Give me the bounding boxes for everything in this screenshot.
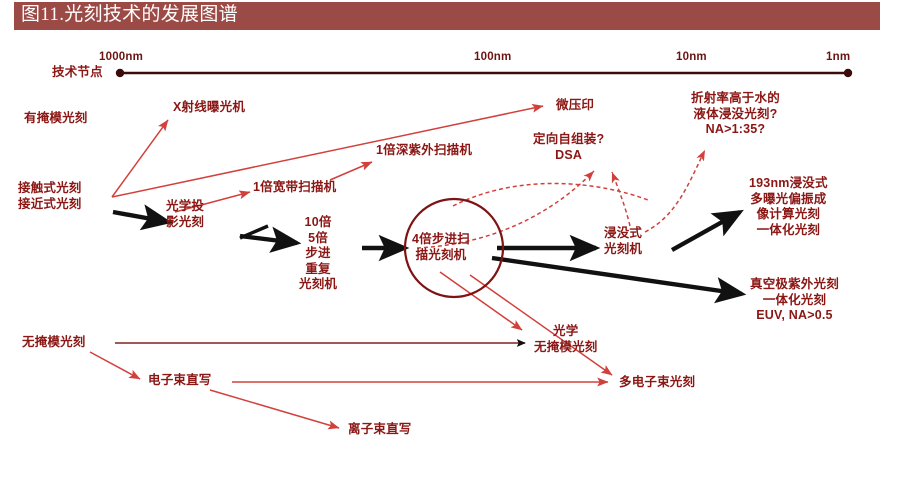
axis-tick-10nm: 10nm xyxy=(676,51,707,63)
node-multi-ebeam-litho: 多电子束光刻 xyxy=(619,375,696,389)
node-immersion-tool: 浸没式 光刻机 xyxy=(604,226,643,256)
node-high-index-immersion: 折射率高于水的 液体浸没光刻? NA>1:35? xyxy=(691,91,780,136)
axis-tick-1000nm: 1000nm xyxy=(99,51,144,63)
node-ion-beam-direct-write: 离子束直写 xyxy=(348,422,412,436)
axis-tick-100nm: 100nm xyxy=(474,51,512,63)
red-connectors xyxy=(89,103,613,430)
page-title: 图11.光刻技术的发展图谱 xyxy=(21,4,238,25)
dashed-connectors xyxy=(416,149,706,249)
node-193nm-immersion: 193nm浸没式 多曝光偏振成 像计算光刻 一体化光刻 xyxy=(749,176,828,237)
node-4x-step-scan-scanner: 4倍步进扫 描光刻机 xyxy=(412,232,470,262)
node-xray-exposure: X射线曝光机 xyxy=(173,100,246,114)
node-ebeam-direct-write: 电子束直写 xyxy=(148,373,212,387)
node-masked-litho: 有掩模光刻 xyxy=(24,111,88,125)
node-euv: 真空极紫外光刻 一体化光刻 EUV, NA>0.5 xyxy=(750,277,839,322)
node-contact-proximity: 接触式光刻 接近式光刻 xyxy=(18,181,82,211)
node-optical-maskless: 光学 无掩模光刻 xyxy=(534,324,598,354)
axis-tick-1nm: 1nm xyxy=(826,51,851,63)
node-dsa: 定向自组装? DSA xyxy=(533,132,605,162)
black-connectors xyxy=(112,204,747,304)
node-optical-projection: 光学投 影光刻 xyxy=(166,199,205,229)
axis-name-label: 技术节点 xyxy=(52,65,103,79)
node-nanoimprint: 微压印 xyxy=(556,98,595,112)
node-stepper: 10倍 5倍 步进 重复 光刻机 xyxy=(299,215,338,291)
node-maskless-litho: 无掩模光刻 xyxy=(22,335,86,349)
node-1x-duv-scanner: 1倍深紫外扫描机 xyxy=(376,143,473,157)
technology-node-axis xyxy=(115,68,853,78)
scanner-4x-circle xyxy=(403,197,505,299)
node-1x-broadband-scanner: 1倍宽带扫描机 xyxy=(253,180,337,194)
figure-title-bar xyxy=(14,2,880,30)
